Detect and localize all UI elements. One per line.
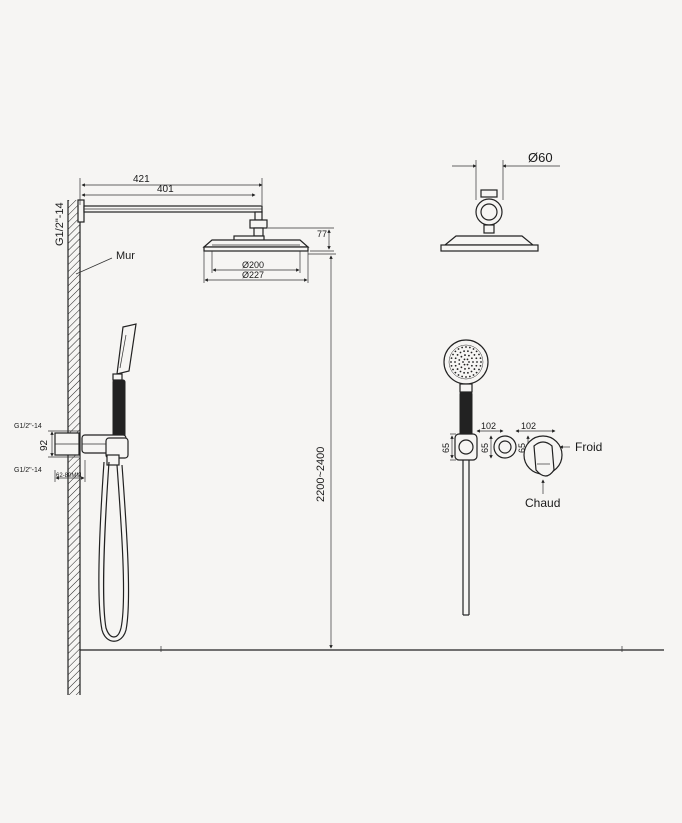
mount-height-dim: 2200~2400 [315, 447, 327, 502]
plate-65-b: 65 [480, 443, 490, 453]
shower-arm [77, 199, 268, 237]
spray-nozzles [450, 346, 482, 378]
head-drop-dim: 77 [317, 229, 327, 239]
diverter-outlet [493, 435, 517, 459]
plate-65-c: 65 [517, 443, 527, 453]
nozzle-dot [454, 371, 457, 374]
hand-shower-dimensions: G1/2"-14 92 G1/2"-14 62-80MM [14, 423, 86, 482]
hand-spacing-dim: 92 [39, 439, 50, 451]
nozzle-dot [475, 364, 478, 367]
arm-total-dim: 421 [133, 174, 150, 185]
nozzle-dot [464, 368, 466, 370]
head-outer-dia: Ø227 [242, 270, 264, 280]
nozzle-dot [463, 358, 466, 361]
nozzle-dot [454, 361, 456, 363]
nozzle-dot [468, 346, 471, 349]
nozzle-dot [478, 368, 480, 371]
nozzle-dot [452, 368, 454, 371]
hot-label: Chaud [525, 496, 560, 510]
nozzle-dot [480, 361, 482, 363]
nozzle-dot [479, 364, 482, 367]
nozzle-dot [473, 368, 476, 370]
nozzle-dot [454, 364, 457, 367]
nozzle-dot [467, 371, 469, 374]
nozzle-dot [461, 346, 464, 349]
nozzle-dot [475, 350, 478, 353]
head-dimensions: 77 Ø200 Ø227 [203, 227, 334, 283]
nozzle-dot [470, 357, 473, 360]
wall-callout: Mur [75, 250, 135, 275]
nozzle-dot [476, 361, 478, 363]
head-inner-dia: Ø200 [242, 260, 264, 270]
nozzle-dot [479, 357, 482, 360]
hand-thread-top: G1/2"-14 [14, 423, 42, 430]
nozzle-dot [478, 353, 480, 356]
hand-shower-front [443, 339, 489, 616]
height-dimension: 2200~2400 [308, 253, 336, 649]
nozzle-dot [463, 371, 465, 374]
flange-dia-dim: Ø60 [528, 150, 553, 165]
nozzle-dot [450, 361, 452, 363]
nozzle-dot [467, 350, 469, 353]
nozzle-dot [459, 370, 462, 373]
nozzle-dot [468, 354, 470, 357]
nozzle-dot [462, 361, 464, 363]
nozzle-dot [450, 357, 453, 360]
arm-inner-dim: 401 [157, 184, 174, 195]
nozzle-dot [475, 357, 478, 360]
cold-callout: Froid [559, 440, 602, 454]
nozzle-dot [454, 350, 457, 353]
nozzle-dot [457, 374, 460, 376]
mixer-valve [523, 435, 563, 477]
nozzle-dot [458, 359, 461, 361]
nozzle-dot [468, 367, 470, 370]
nozzle-dot [463, 350, 465, 353]
nozzle-dot [457, 348, 460, 350]
plate-102-b: 102 [521, 421, 536, 431]
hand-thread-bottom: G1/2"-14 [14, 467, 42, 474]
nozzle-dot [460, 366, 463, 369]
hand-depth-dim: 62-80MM [56, 473, 81, 479]
nozzle-dot [472, 348, 475, 350]
nozzle-dot [465, 346, 467, 348]
nozzle-dot [468, 375, 471, 378]
nozzle-dot [468, 361, 470, 363]
nozzle-dot [463, 363, 466, 366]
nozzle-dot [464, 354, 466, 356]
hot-callout: Chaud [525, 479, 560, 510]
rain-head [202, 235, 310, 252]
nozzle-dot [470, 364, 473, 367]
plate-102-a: 102 [481, 421, 496, 431]
head-front-view: Ø60 [440, 150, 560, 252]
nozzle-dot [459, 351, 462, 354]
nozzle-dot [450, 364, 453, 367]
nozzle-dot [466, 358, 469, 361]
wall-outlet [54, 432, 80, 456]
nozzle-dot [461, 375, 464, 378]
nozzle-dot [475, 371, 478, 374]
plate-65-a: 65 [441, 443, 451, 453]
nozzle-dot [456, 368, 459, 370]
nozzle-dot [470, 370, 473, 373]
nozzle-dot [472, 374, 475, 376]
nozzle-dot [454, 357, 457, 360]
inlet-thread-dim: G1/2"-14 [54, 202, 66, 246]
hand-shower-side [81, 323, 137, 642]
wall-label: Mur [116, 250, 135, 262]
floor-line [80, 646, 664, 652]
nozzle-dot [466, 363, 469, 366]
nozzle-dot [470, 351, 473, 354]
nozzle-dot [460, 355, 463, 358]
arm-dimensions: 421 401 G1/2"-14 [54, 174, 263, 246]
nozzle-dot [472, 361, 474, 363]
nozzle-dot [452, 353, 454, 356]
nozzle-dot [458, 363, 461, 365]
nozzle-dot [465, 376, 467, 378]
nozzle-dot [473, 354, 476, 356]
nozzle-dot [456, 354, 459, 356]
cold-label: Froid [575, 440, 602, 454]
